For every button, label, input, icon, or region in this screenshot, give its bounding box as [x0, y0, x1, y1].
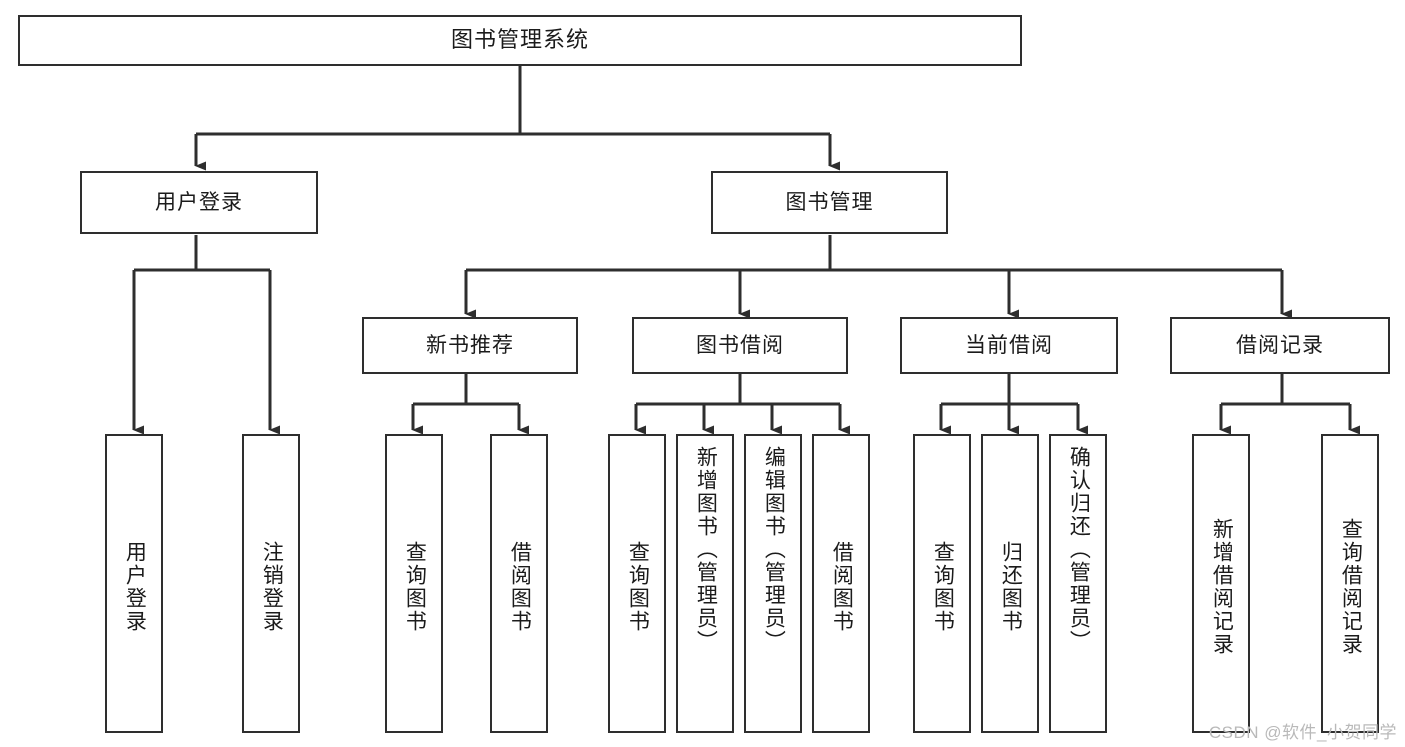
node-leaf-query-book-1[interactable]: 查询图书	[385, 434, 443, 733]
node-leaf-user-login-label: 用户登录	[123, 540, 147, 633]
leaf-text-wrap: 查询图书	[931, 442, 954, 731]
node-leaf-logout-login[interactable]: 注销登录	[242, 434, 300, 733]
node-current-borrow[interactable]: 当前借阅	[900, 317, 1118, 374]
node-new-book-recommend[interactable]: 新书推荐	[362, 317, 578, 374]
node-leaf-borrow-book-1[interactable]: 借阅图书	[490, 434, 548, 733]
node-leaf-add-book[interactable]: 新增图书（管理员）	[676, 434, 734, 733]
node-leaf-edit-book[interactable]: 编辑图书（管理员）	[744, 434, 802, 733]
node-book-borrow-label: 图书借阅	[696, 333, 784, 357]
csdn-watermark: CSDN @软件_小贺同学	[1208, 723, 1397, 742]
leaf-text-wrap: 借阅图书	[830, 442, 853, 731]
node-leaf-user-login[interactable]: 用户登录	[105, 434, 163, 733]
leaf-text-wrap: 用户登录	[123, 442, 146, 731]
node-leaf-borrow-book-1-label: 借阅图书	[508, 540, 532, 633]
node-leaf-query-book-3-label: 查询图书	[931, 540, 955, 633]
leaf-text-wrap: 借阅图书	[508, 442, 531, 731]
leaf-text-wrap: 查询图书	[626, 442, 649, 731]
leaf-text-wrap: 确认归还（管理员）	[1067, 442, 1090, 735]
node-leaf-query-book-1-label: 查询图书	[403, 540, 427, 633]
node-user-login-label: 用户登录	[155, 190, 243, 214]
node-leaf-confirm-return[interactable]: 确认归还（管理员）	[1049, 434, 1107, 733]
node-leaf-add-record-label: 新增借阅记录	[1210, 517, 1234, 656]
node-user-login[interactable]: 用户登录	[80, 171, 318, 234]
leaf-text-wrap: 新增图书（管理员）	[694, 442, 717, 735]
node-current-borrow-label: 当前借阅	[965, 333, 1053, 357]
node-leaf-query-book-3[interactable]: 查询图书	[913, 434, 971, 733]
node-leaf-query-record[interactable]: 查询借阅记录	[1321, 434, 1379, 733]
node-leaf-add-record[interactable]: 新增借阅记录	[1192, 434, 1250, 733]
node-leaf-return-book-label: 归还图书	[999, 540, 1023, 633]
node-new-book-recommend-label: 新书推荐	[426, 333, 514, 357]
node-leaf-query-book-2-label: 查询图书	[626, 540, 650, 633]
node-borrow-record-label: 借阅记录	[1236, 333, 1324, 357]
node-leaf-return-book[interactable]: 归还图书	[981, 434, 1039, 733]
node-leaf-logout-login-label: 注销登录	[260, 540, 284, 633]
leaf-text-wrap: 查询图书	[403, 442, 426, 731]
leaf-text-wrap: 编辑图书（管理员）	[762, 442, 785, 735]
node-borrow-record[interactable]: 借阅记录	[1170, 317, 1390, 374]
node-book-borrow[interactable]: 图书借阅	[632, 317, 848, 374]
leaf-text-wrap: 新增借阅记录	[1210, 442, 1233, 731]
node-leaf-add-book-label: 新增图书（管理员）	[694, 446, 718, 653]
node-book-manage-label: 图书管理	[785, 190, 874, 214]
leaf-text-wrap: 查询借阅记录	[1339, 442, 1362, 731]
node-book-manage[interactable]: 图书管理	[711, 171, 948, 234]
node-leaf-borrow-book-2[interactable]: 借阅图书	[812, 434, 870, 733]
node-leaf-confirm-return-label: 确认归还（管理员）	[1067, 446, 1091, 653]
leaf-text-wrap: 注销登录	[260, 442, 283, 731]
node-leaf-edit-book-label: 编辑图书（管理员）	[762, 446, 786, 653]
node-root[interactable]: 图书管理系统	[18, 15, 1022, 66]
node-leaf-borrow-book-2-label: 借阅图书	[830, 540, 854, 633]
node-leaf-query-book-2[interactable]: 查询图书	[608, 434, 666, 733]
leaf-text-wrap: 归还图书	[999, 442, 1022, 731]
node-leaf-query-record-label: 查询借阅记录	[1339, 517, 1363, 656]
node-root-label: 图书管理系统	[450, 27, 589, 53]
